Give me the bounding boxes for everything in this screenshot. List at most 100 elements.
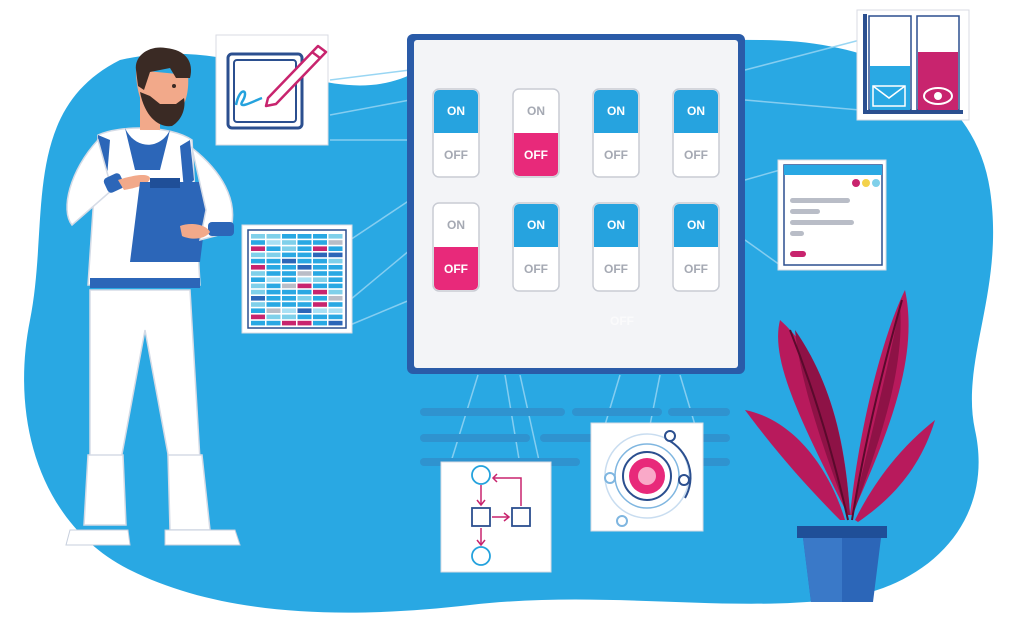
sheet-cell xyxy=(297,271,312,276)
sheet-cell xyxy=(266,283,281,289)
sheet-cell xyxy=(328,320,343,326)
sheet-cell xyxy=(266,320,281,326)
toggle-off-label: OFF xyxy=(444,148,468,162)
sheet-cell xyxy=(328,308,343,313)
toggle-on-label: ON xyxy=(687,218,705,232)
sheet-cell xyxy=(297,296,312,301)
toggle-off-label: OFF xyxy=(524,148,548,162)
email-visibility-card-icon xyxy=(856,9,970,121)
sheet-cell xyxy=(266,234,281,239)
connector-lines xyxy=(329,39,861,466)
sheet-cell xyxy=(251,302,265,307)
sheet-cell xyxy=(282,240,296,245)
sheet-cell xyxy=(297,283,312,289)
sheet-cell xyxy=(282,320,296,326)
signature-card-icon xyxy=(215,34,329,146)
sheet-cell xyxy=(266,271,281,276)
toggle-switch-7[interactable]: ON OFF xyxy=(592,202,640,292)
sheet-cell xyxy=(297,252,312,258)
sheet-cell xyxy=(328,314,343,320)
sheet-cell xyxy=(297,258,312,264)
sheet-cell xyxy=(313,246,327,251)
sheet-cell xyxy=(313,234,327,239)
toggle-on-label: ON xyxy=(447,218,465,232)
sheet-cell xyxy=(251,277,265,282)
sheet-cell xyxy=(328,240,343,245)
sheet-cell xyxy=(313,314,327,320)
man-character xyxy=(65,47,241,546)
sheet-cell xyxy=(251,258,265,264)
sheet-cell xyxy=(282,314,296,320)
sheet-cell xyxy=(282,308,296,313)
toggle-off-label: OFF xyxy=(604,262,628,276)
toggle-switch-3[interactable]: ON OFF xyxy=(592,88,640,178)
sheet-cell xyxy=(313,277,327,282)
sheet-cell xyxy=(266,265,281,270)
sheet-cell xyxy=(282,271,296,276)
sheet-cell xyxy=(266,314,281,320)
toggle-off-label: OFF xyxy=(604,148,628,162)
sheet-cell xyxy=(328,296,343,301)
sheet-cell xyxy=(266,289,281,295)
sheet-cell xyxy=(297,302,312,307)
sheet-cell xyxy=(251,296,265,301)
sheet-cell xyxy=(313,240,327,245)
sheet-cell xyxy=(328,289,343,295)
sheet-cell xyxy=(328,234,343,239)
sheet-cell xyxy=(313,320,327,326)
sheet-cell xyxy=(251,252,265,258)
sheet-cell xyxy=(313,265,327,270)
sheet-cell xyxy=(251,320,265,326)
sheet-cell xyxy=(251,283,265,289)
toggle-on-label: ON xyxy=(607,104,625,118)
sheet-cell xyxy=(282,277,296,282)
sheet-cell xyxy=(297,277,312,282)
sheet-cell xyxy=(282,302,296,307)
sheet-cell xyxy=(266,296,281,301)
sheet-cell xyxy=(251,234,265,239)
record-button-card-icon xyxy=(590,422,704,532)
sheet-cell xyxy=(282,289,296,295)
toggle-on-label: ON xyxy=(447,104,465,118)
sheet-cell xyxy=(282,252,296,258)
sheet-cell xyxy=(297,320,312,326)
sheet-cell xyxy=(251,271,265,276)
sheet-cell xyxy=(251,308,265,313)
sheet-cell xyxy=(328,265,343,270)
sheet-cell xyxy=(251,265,265,270)
sheet-cell xyxy=(313,283,327,289)
toggle-switch-1[interactable]: ON OFF xyxy=(432,88,480,178)
sheet-cell xyxy=(297,308,312,313)
sheet-cell xyxy=(313,252,327,258)
sheet-cell xyxy=(282,283,296,289)
spreadsheet-card-icon xyxy=(241,224,353,334)
sheet-cell xyxy=(251,289,265,295)
sheet-cell xyxy=(282,246,296,251)
sheet-cell xyxy=(266,246,281,251)
sheet-cell xyxy=(297,246,312,251)
sheet-cell xyxy=(282,296,296,301)
sheet-cell xyxy=(313,258,327,264)
sheet-cell xyxy=(251,314,265,320)
sheet-cell xyxy=(328,302,343,307)
sheet-cell xyxy=(313,308,327,313)
toggle-on-label: ON xyxy=(687,104,705,118)
sheet-cell xyxy=(282,234,296,239)
sheet-cell xyxy=(313,296,327,301)
flowchart-card-icon xyxy=(440,461,552,573)
sheet-cell xyxy=(297,289,312,295)
sheet-cell xyxy=(313,302,327,307)
toggle-on-label: ON xyxy=(607,218,625,232)
sheet-cell xyxy=(328,271,343,276)
sheet-cell xyxy=(251,246,265,251)
sheet-cell xyxy=(297,265,312,270)
toggle-off-label: OFF xyxy=(524,262,548,276)
sheet-cell xyxy=(328,258,343,264)
sheet-cell xyxy=(266,308,281,313)
